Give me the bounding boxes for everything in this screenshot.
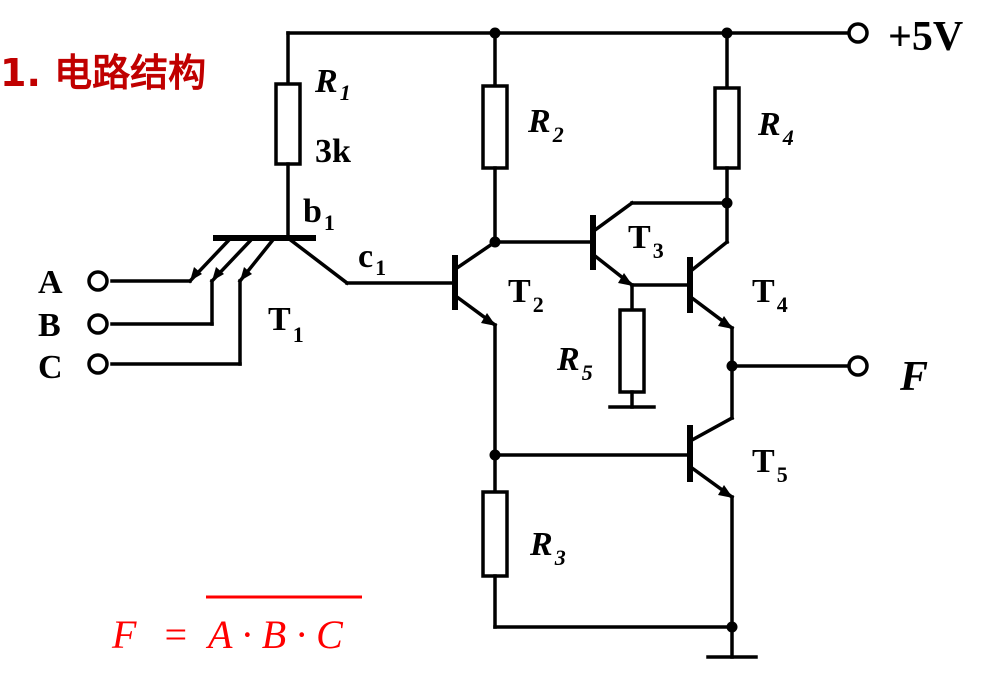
output-label: F bbox=[899, 354, 928, 400]
resistor-r5 bbox=[608, 308, 656, 409]
r1-label: R1 bbox=[314, 63, 351, 105]
supply-terminal[interactable] bbox=[847, 22, 869, 44]
transistor-t2 bbox=[452, 239, 592, 461]
t2-label: T2 bbox=[508, 273, 544, 317]
r2-label: R2 bbox=[527, 103, 564, 147]
resistor-r3 bbox=[481, 453, 734, 629]
c1-label: c1 bbox=[358, 238, 386, 280]
transistor-t1 bbox=[110, 235, 454, 366]
input-b-label: B bbox=[38, 307, 61, 344]
r5-label: R5 bbox=[556, 341, 593, 385]
output-node bbox=[730, 355, 869, 377]
t5-label: T5 bbox=[752, 443, 788, 487]
t1-label: T1 bbox=[268, 301, 304, 347]
supply-label: +5V bbox=[888, 14, 963, 60]
input-b-terminal[interactable] bbox=[87, 313, 109, 335]
nand-formula: F = A · B · C bbox=[111, 595, 362, 657]
section-title: 1. 电路结构 bbox=[0, 51, 206, 95]
formula-lhs: F bbox=[111, 612, 137, 657]
t4-label: T4 bbox=[752, 273, 788, 317]
resistor-r4 bbox=[713, 31, 741, 244]
transistor-t4 bbox=[687, 239, 738, 420]
output-terminal[interactable] bbox=[847, 355, 869, 377]
supply-rail bbox=[286, 22, 869, 44]
resistor-r2 bbox=[481, 31, 509, 248]
input-c-label: C bbox=[38, 349, 63, 386]
r1-value: 3k bbox=[315, 133, 351, 170]
r4-label: R4 bbox=[757, 106, 794, 150]
input-a-label: A bbox=[38, 264, 63, 301]
formula-equals: = bbox=[162, 612, 189, 657]
t3-label: T3 bbox=[628, 219, 664, 263]
formula-rhs: A · B · C bbox=[205, 612, 344, 657]
transistor-t5 bbox=[493, 415, 758, 659]
transistor-t3 bbox=[590, 200, 729, 312]
resistor-r1 bbox=[274, 31, 302, 240]
b1-label: b1 bbox=[303, 193, 335, 235]
input-c-terminal[interactable] bbox=[87, 353, 109, 375]
r3-label: R3 bbox=[529, 526, 566, 570]
input-a-terminal[interactable] bbox=[87, 270, 109, 292]
